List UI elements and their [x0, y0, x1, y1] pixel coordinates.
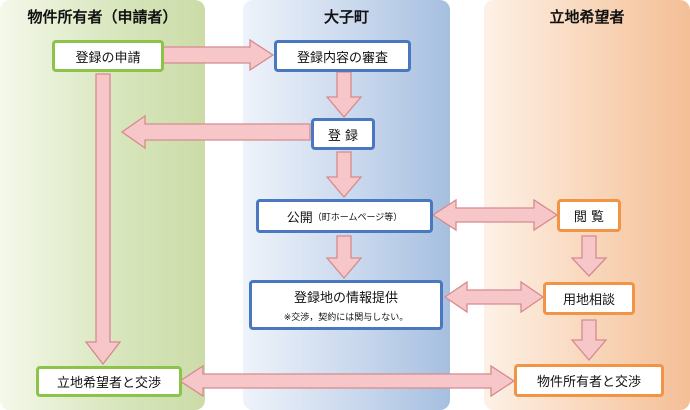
- box-negotiate-seeker: 立地希望者と交渉: [36, 366, 182, 397]
- box-negotiate-seeker-label: 立地希望者と交渉: [56, 376, 161, 391]
- box-review-label: 登録内容の審査: [296, 50, 388, 66]
- arrow-publish-view: [431, 198, 559, 232]
- box-negotiate-owner-label: 物件所有者と交渉: [536, 375, 641, 390]
- lane-town-title: 大子町: [323, 8, 369, 26]
- box-register-label: 登 録: [327, 128, 359, 144]
- box-register: 登 録: [311, 118, 375, 150]
- box-info-label: 登録地の情報提供: [293, 291, 398, 306]
- arrow-register-to-owner: [120, 114, 311, 150]
- box-consult: 用地相談: [543, 282, 635, 315]
- box-view: 閲 覧: [557, 199, 621, 232]
- arrow-negotiate-both: [178, 364, 516, 398]
- box-publish-label: 公開: [286, 210, 313, 226]
- arrow-review-to-register: [325, 71, 363, 119]
- box-apply-label: 登録の申請: [75, 50, 141, 66]
- box-consult-label: 用地相談: [562, 293, 615, 308]
- arrow-publish-to-info: [325, 235, 363, 280]
- lane-seeker-title: 立地希望者: [549, 8, 625, 26]
- lane-owner-title: 物件所有者（申請者）: [27, 8, 178, 26]
- arrow-consult-to-negotiate: [570, 319, 608, 362]
- arrow-register-to-publish: [325, 151, 363, 199]
- arrow-info-consult: [443, 280, 545, 314]
- box-info-note: ※交渉，契約には関与しない。: [283, 313, 409, 323]
- arrow-apply-to-review: [162, 38, 275, 72]
- box-apply: 登録の申請: [52, 40, 164, 72]
- box-view-label: 閲 覧: [573, 210, 605, 225]
- box-negotiate-owner: 物件所有者と交渉: [514, 364, 664, 397]
- arrow-view-to-consult: [570, 235, 608, 277]
- arrow-apply-to-negotiate: [84, 73, 122, 366]
- box-info: 登録地の情報提供 ※交渉，契約には関与しない。: [249, 280, 443, 330]
- box-review: 登録内容の審査: [274, 40, 411, 72]
- box-publish: 公開（町ホームページ等）: [256, 199, 433, 233]
- box-publish-sub: （町ホームページ等）: [312, 212, 403, 223]
